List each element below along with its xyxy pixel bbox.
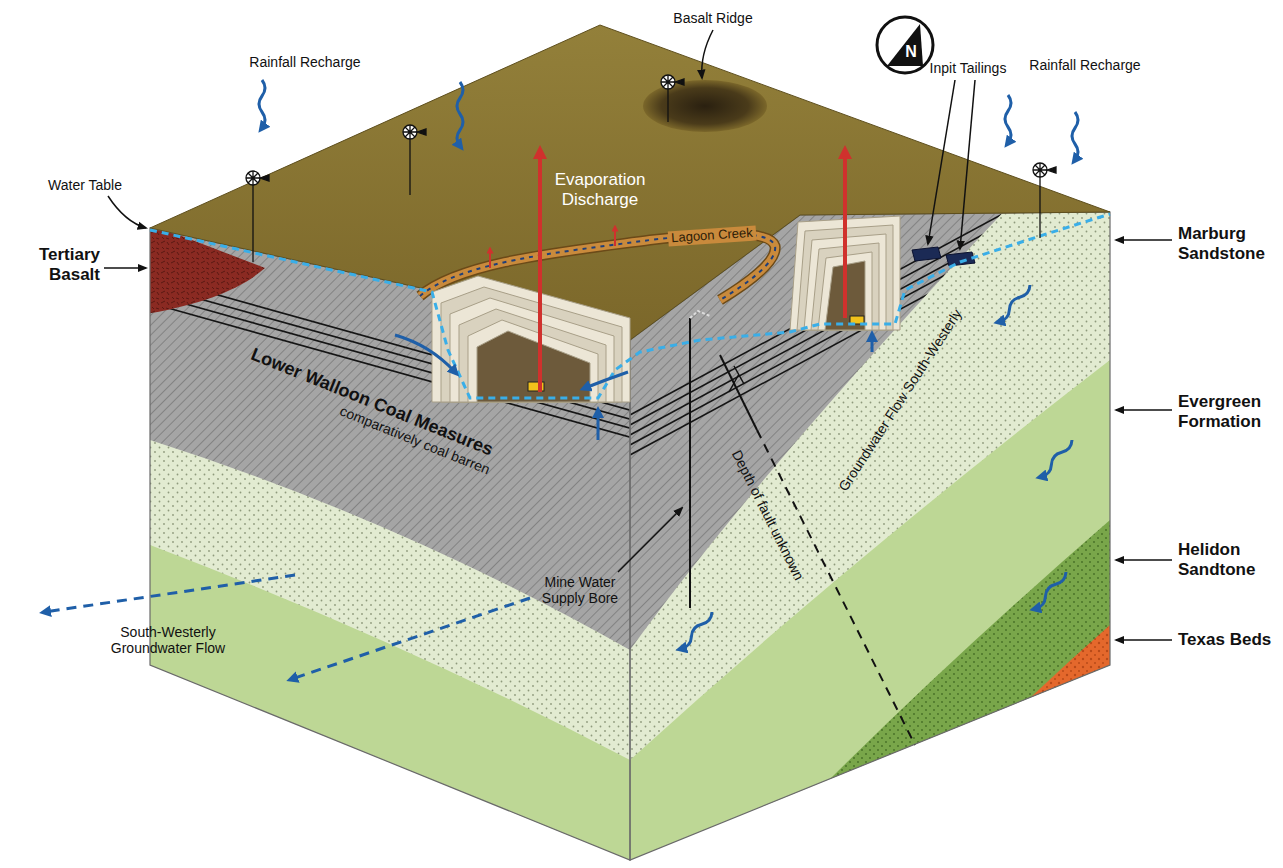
drawing-path	[1072, 112, 1078, 160]
layer-label: Texas Beds	[1178, 630, 1278, 650]
drawing-line	[409, 132, 410, 195]
layer-label: Evergreen Formation	[1178, 392, 1278, 431]
drawing-circle	[877, 17, 933, 73]
bore-label: Mine Water Supply Bore	[530, 574, 630, 606]
drawing-path	[1030, 625, 1120, 868]
drawing-circle	[246, 171, 260, 185]
feature-label: Inpit Tailings	[930, 60, 1007, 76]
recharge-arrow	[259, 80, 1078, 160]
drawing-path	[100, 545, 700, 868]
drawing-path	[1033, 570, 1068, 611]
drawing-polygon	[912, 247, 941, 261]
drawing-path	[108, 196, 146, 228]
drawing-path	[690, 311, 710, 318]
drawing-path	[538, 152, 542, 392]
drawing-polygon	[459, 309, 606, 402]
drawing-path	[1047, 167, 1056, 173]
drawing-path	[689, 318, 691, 608]
drawing-path	[259, 80, 265, 128]
drawing-path	[1033, 163, 1047, 177]
supply-bore	[690, 311, 710, 608]
inpit-tailings	[912, 247, 975, 266]
drawing-path	[997, 283, 1032, 324]
drawing-path	[292, 598, 530, 679]
drawing-path	[585, 372, 628, 388]
drawing-path	[45, 575, 295, 612]
north-arrow	[877, 17, 933, 73]
unit-label: Lower Walloon Coal Measures	[248, 344, 496, 460]
compass-letter: N	[905, 43, 917, 61]
drawing-path	[100, 440, 700, 868]
drawing-path	[246, 171, 260, 185]
drawing-path	[1039, 438, 1074, 479]
evaporation-arrow	[490, 152, 845, 392]
drawing-path	[614, 228, 616, 246]
regional-flow-arrow	[45, 575, 530, 679]
drawing-path	[757, 430, 915, 745]
drawing-path	[104, 267, 146, 269]
drawing-path	[871, 336, 874, 352]
drawing-polygon	[946, 252, 975, 266]
drawing-path	[620, 205, 1120, 868]
drawing-path	[843, 152, 847, 318]
drawing-rect	[620, 200, 1120, 868]
drawing-path	[489, 250, 491, 268]
drawing-path	[702, 30, 713, 78]
groundwater-arrow	[395, 283, 1074, 651]
drawing-path	[675, 79, 684, 85]
recharge-label: Rainfall Recharge	[249, 54, 360, 70]
drawing-path	[720, 355, 757, 430]
drawing-path	[417, 129, 426, 135]
ground-surface	[150, 25, 1110, 340]
layer-label: Helidon Sandtone	[1178, 540, 1278, 579]
layer-label: Tertiary Basalt	[10, 245, 100, 284]
flow-label: Groundwater Flow South-Westerly	[835, 306, 965, 494]
drawing-line	[252, 178, 253, 262]
right-face	[620, 200, 1120, 868]
drawing-path	[457, 82, 463, 146]
basalt-ridge	[643, 80, 767, 132]
discharge-label: Evaporation Discharge	[548, 170, 652, 209]
drawing-polygon	[468, 320, 598, 402]
fault-label: Depth of fault unknown	[729, 447, 808, 582]
drawing-path	[1116, 409, 1172, 411]
leader-line	[104, 30, 1172, 640]
drawing-line	[1039, 170, 1040, 238]
drawing-path	[1005, 95, 1011, 143]
water-table-label: Water Table	[48, 177, 122, 193]
drawing-polygon	[630, 212, 1110, 860]
recharge-label: Rainfall Recharge	[1029, 57, 1140, 73]
drawing-path	[1116, 559, 1172, 561]
feature-label: Basalt Ridge	[673, 10, 752, 26]
drawing-path	[597, 412, 600, 440]
drawing-path	[403, 125, 417, 139]
flow-label: South-Westerly Groundwater Flow	[103, 624, 233, 656]
drawing-path	[618, 508, 682, 572]
drawing-path	[729, 366, 744, 392]
drawing-path	[960, 80, 975, 249]
windmill	[246, 75, 1056, 262]
drawing-circle	[661, 75, 675, 89]
drawing-circle	[403, 125, 417, 139]
drawing-path	[661, 75, 675, 89]
drawing-path	[928, 80, 955, 244]
drawing-path	[395, 335, 455, 372]
layer-label: Marburg Sandstone	[1178, 224, 1278, 263]
drawing-circle	[1033, 163, 1047, 177]
drawing-polygon	[477, 331, 590, 402]
drawing-path	[1116, 239, 1172, 241]
drawing-polygon	[150, 228, 630, 860]
drawing-path	[1116, 639, 1172, 641]
drawing-path	[820, 520, 1120, 868]
creek-label: Lagoon Creek	[668, 225, 757, 246]
drawing-polygon	[887, 24, 923, 66]
drawing-path	[260, 175, 269, 181]
drawing-path	[679, 610, 714, 651]
